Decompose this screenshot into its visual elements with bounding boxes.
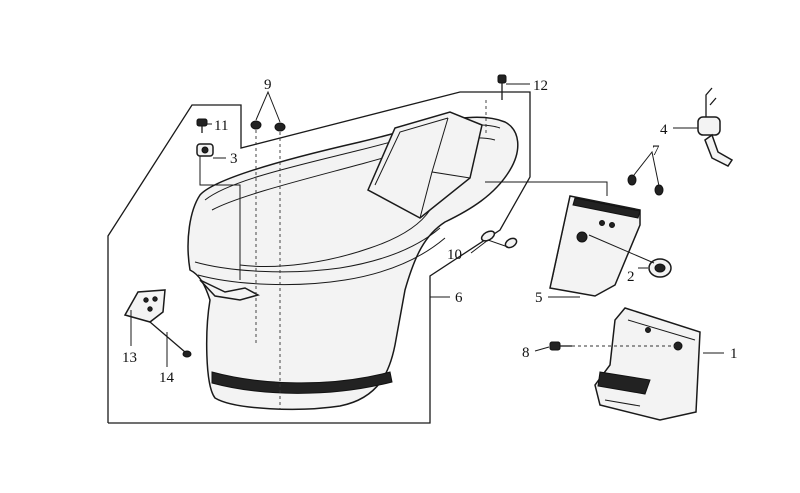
screws-part-7 bbox=[627, 174, 664, 196]
tray-part-1 bbox=[594, 307, 701, 421]
callout-9: 9 bbox=[264, 77, 272, 93]
screws-part-10 bbox=[480, 230, 518, 249]
callout-6: 6 bbox=[455, 290, 463, 306]
leader-box-to-bracket bbox=[485, 181, 608, 196]
callout-12: 12 bbox=[533, 78, 548, 94]
nut-pair-part-9 bbox=[250, 120, 286, 132]
bolt-part-14 bbox=[149, 321, 192, 358]
callout-11: 11 bbox=[214, 118, 228, 134]
leader-9 bbox=[255, 90, 281, 123]
bracket-part-5 bbox=[549, 195, 641, 297]
latch-part-4 bbox=[697, 87, 734, 167]
leader-8 bbox=[534, 346, 550, 352]
callout-8: 8 bbox=[522, 345, 530, 361]
callout-3: 3 bbox=[230, 151, 238, 167]
callout-5: 5 bbox=[535, 290, 543, 306]
callout-7: 7 bbox=[652, 143, 660, 159]
leader-7 bbox=[633, 150, 660, 187]
leader-2-to-bracket bbox=[588, 234, 655, 264]
storage-box-part bbox=[187, 111, 519, 411]
bracket-part-13 bbox=[123, 289, 166, 323]
screw-part-12 bbox=[497, 74, 507, 100]
callout-14: 14 bbox=[159, 370, 175, 386]
assembly-outline bbox=[107, 91, 531, 424]
bolt-part-11 bbox=[196, 118, 208, 133]
clip-part-3 bbox=[196, 143, 214, 157]
callout-10: 10 bbox=[447, 247, 462, 263]
callout-13: 13 bbox=[122, 350, 137, 366]
grommet-part-2 bbox=[648, 258, 672, 278]
leader-10 bbox=[470, 239, 509, 254]
callout-2: 2 bbox=[627, 269, 635, 285]
callout-4: 4 bbox=[660, 122, 668, 138]
leader-3-to-box bbox=[199, 156, 241, 280]
screw-part-8 bbox=[549, 341, 572, 351]
callout-1: 1 bbox=[730, 346, 738, 362]
